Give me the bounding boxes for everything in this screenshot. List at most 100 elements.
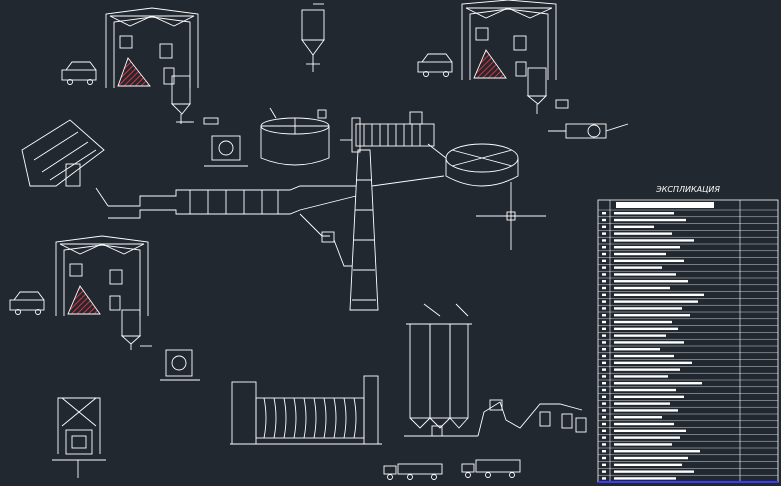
storage-building-3 — [55, 235, 149, 350]
legend-title: ЭКСПЛИКАЦИЯ — [655, 185, 720, 194]
storage-building-2 — [461, 0, 557, 114]
legend-row-number — [602, 429, 606, 433]
legend-row-number — [602, 307, 606, 310]
legend-row-number — [602, 293, 606, 297]
legend-row-text — [614, 429, 686, 433]
dump-truck-3 — [9, 291, 45, 315]
legend-row-number — [602, 273, 606, 276]
legend-row-number — [602, 341, 606, 344]
legend-row-number — [602, 477, 606, 480]
legend-row-number — [602, 388, 606, 392]
legend-row-text — [614, 320, 672, 324]
legend-row-text — [614, 416, 662, 419]
legend-row-number — [602, 314, 606, 317]
rotary-kiln-conveyor — [95, 175, 445, 237]
legend-row-text — [614, 443, 672, 446]
legend-row-number — [602, 327, 606, 331]
legend-rows — [598, 209, 778, 480]
legend-row-number — [602, 232, 606, 235]
storage-building-1 — [105, 7, 199, 124]
thickener-tank-2 — [427, 143, 519, 187]
legend-row-number — [602, 422, 606, 426]
pump-unit-right — [548, 99, 629, 139]
crosshair-marker — [476, 182, 546, 250]
legend-row-number — [602, 456, 606, 460]
legend-row-text — [614, 463, 682, 467]
legend-row-number — [602, 252, 606, 256]
legend-row-text — [614, 368, 680, 371]
cement-truck-2 — [461, 459, 521, 478]
legend-row-text — [614, 280, 688, 283]
legend-row-number — [602, 382, 606, 385]
legend-row-number — [602, 443, 606, 446]
dump-truck-2 — [417, 53, 453, 77]
legend-row-number — [602, 259, 606, 263]
cement-truck-1 — [383, 463, 443, 480]
legend-row-text — [614, 300, 698, 303]
legend-row-number — [602, 266, 606, 269]
pneumatic-transport-line — [477, 399, 587, 437]
legend-row-text — [614, 218, 686, 222]
legend-row-text — [614, 212, 674, 215]
silo-bank — [404, 303, 478, 437]
legend-row-text — [614, 246, 680, 249]
crusher-feeder — [21, 119, 105, 187]
legend-row-text — [614, 354, 674, 358]
top-silo-hopper — [301, 3, 325, 72]
legend-row-text — [614, 239, 694, 242]
legend-row-number — [602, 395, 606, 399]
legend-row-text — [614, 477, 676, 480]
legend-row-number — [602, 361, 606, 365]
cyclone-column — [321, 149, 379, 311]
legend-row-text — [614, 348, 660, 351]
legend-row-text — [614, 382, 702, 385]
legend-row-text — [614, 286, 670, 290]
legend-row-text — [614, 225, 654, 229]
legend-header — [616, 202, 714, 208]
legend-row-text — [614, 402, 670, 405]
legend-row-number — [602, 280, 606, 283]
legend-row-number — [602, 246, 606, 249]
legend-row-text — [614, 470, 694, 473]
crusher-unit-2 — [140, 345, 200, 381]
crusher-unit-1 — [178, 117, 248, 167]
legend-row-number — [602, 436, 606, 439]
legend-row-text — [614, 307, 682, 310]
dump-truck-1 — [61, 61, 97, 85]
legend-row-number — [602, 239, 606, 242]
legend-row-number — [602, 334, 606, 337]
legend-row-number — [602, 416, 606, 419]
ball-mill-bottom — [230, 375, 382, 445]
legend-row-text — [614, 259, 684, 263]
legend-row-number — [602, 320, 606, 324]
legend-row-text — [614, 341, 684, 344]
legend-row-text — [614, 395, 684, 399]
legend-block: ЭКСПЛИКАЦИЯ — [597, 185, 779, 483]
legend-row-text — [614, 314, 690, 317]
legend-row-text — [614, 422, 674, 426]
legend-row-number — [602, 375, 606, 378]
legend-row-text — [614, 327, 678, 331]
legend-row-number — [602, 368, 606, 371]
legend-row-number — [602, 286, 606, 290]
legend-row-number — [602, 463, 606, 467]
legend-row-text — [614, 436, 680, 439]
legend-row-number — [602, 402, 606, 405]
ball-mill-top — [340, 111, 435, 153]
legend-row-number — [602, 470, 606, 473]
legend-row-number — [602, 409, 606, 412]
legend-row-text — [614, 293, 704, 297]
legend-row-number — [602, 450, 606, 453]
press-frame — [52, 397, 106, 478]
legend-row-text — [614, 361, 692, 365]
legend-row-text — [614, 388, 676, 392]
legend-row-text — [614, 232, 672, 235]
legend-row-number — [602, 212, 606, 215]
legend-table — [597, 199, 779, 483]
legend-row-text — [614, 252, 666, 256]
legend-row-text — [614, 375, 668, 378]
legend-row-text — [614, 409, 678, 412]
legend-row-number — [602, 348, 606, 351]
thickener-tank-1 — [260, 107, 330, 166]
